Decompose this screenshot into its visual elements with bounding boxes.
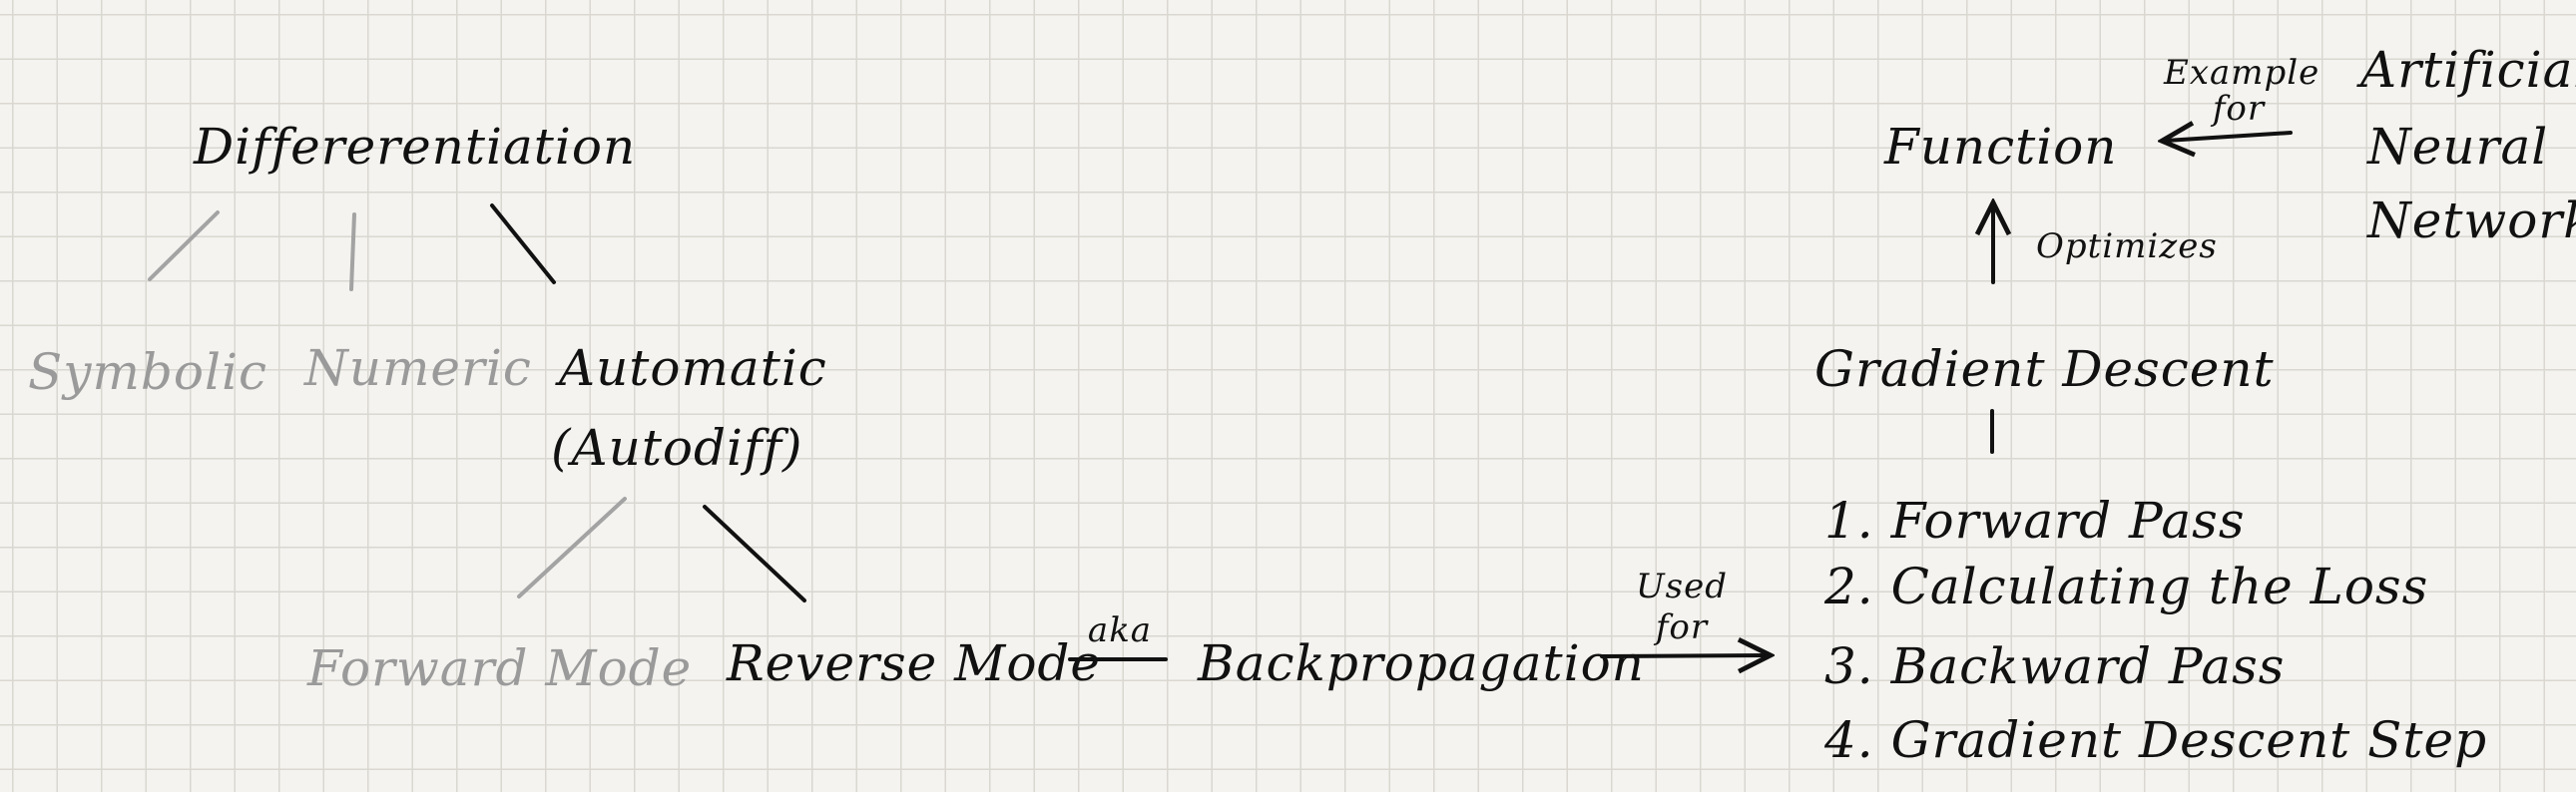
node-backpropagation: Backpropagation [1198, 634, 1645, 692]
line-root-to-automatic [490, 203, 556, 284]
step-1: 1. Forward Pass [1824, 492, 2246, 550]
label-used-for: for [1655, 607, 1709, 647]
node-reverse-mode: Reverse Mode [727, 634, 1102, 692]
step-2: 2. Calculating the Loss [1824, 558, 2429, 615]
node-function: Function [1884, 118, 2118, 176]
label-example-for: for [2212, 89, 2266, 129]
node-numeric: Numeric [304, 339, 532, 397]
line-root-to-numeric [349, 212, 356, 291]
arrow-used-for [1600, 655, 1767, 656]
node-gradient-descent: Gradient Descent [1814, 340, 2275, 398]
label-optimizes: Optimizes [2036, 226, 2218, 266]
label-example: Example [2164, 53, 2320, 93]
label-aka: aka [1087, 610, 1153, 650]
node-ann-artificial: Artificial [2360, 41, 2576, 99]
step-4: 4. Gradient Descent Step [1824, 711, 2488, 769]
node-forward-mode: Forward Mode [307, 639, 693, 697]
label-used: Used [1636, 567, 1728, 606]
line-automatic-to-forward [517, 497, 627, 598]
node-ann-neural: Neural [2367, 118, 2549, 176]
node-ann-network: Network [2367, 192, 2576, 249]
node-autodiff: (Autodiff) [551, 419, 803, 477]
node-differentiation: Differerentiation [194, 118, 637, 176]
step-3: 3. Backward Pass [1824, 637, 2286, 695]
node-automatic: Automatic [559, 339, 827, 397]
line-automatic-to-reverse [703, 505, 806, 602]
arrow-example-for [2166, 133, 2293, 141]
line-root-to-symbolic [148, 210, 220, 281]
node-symbolic: Symbolic [28, 343, 268, 401]
